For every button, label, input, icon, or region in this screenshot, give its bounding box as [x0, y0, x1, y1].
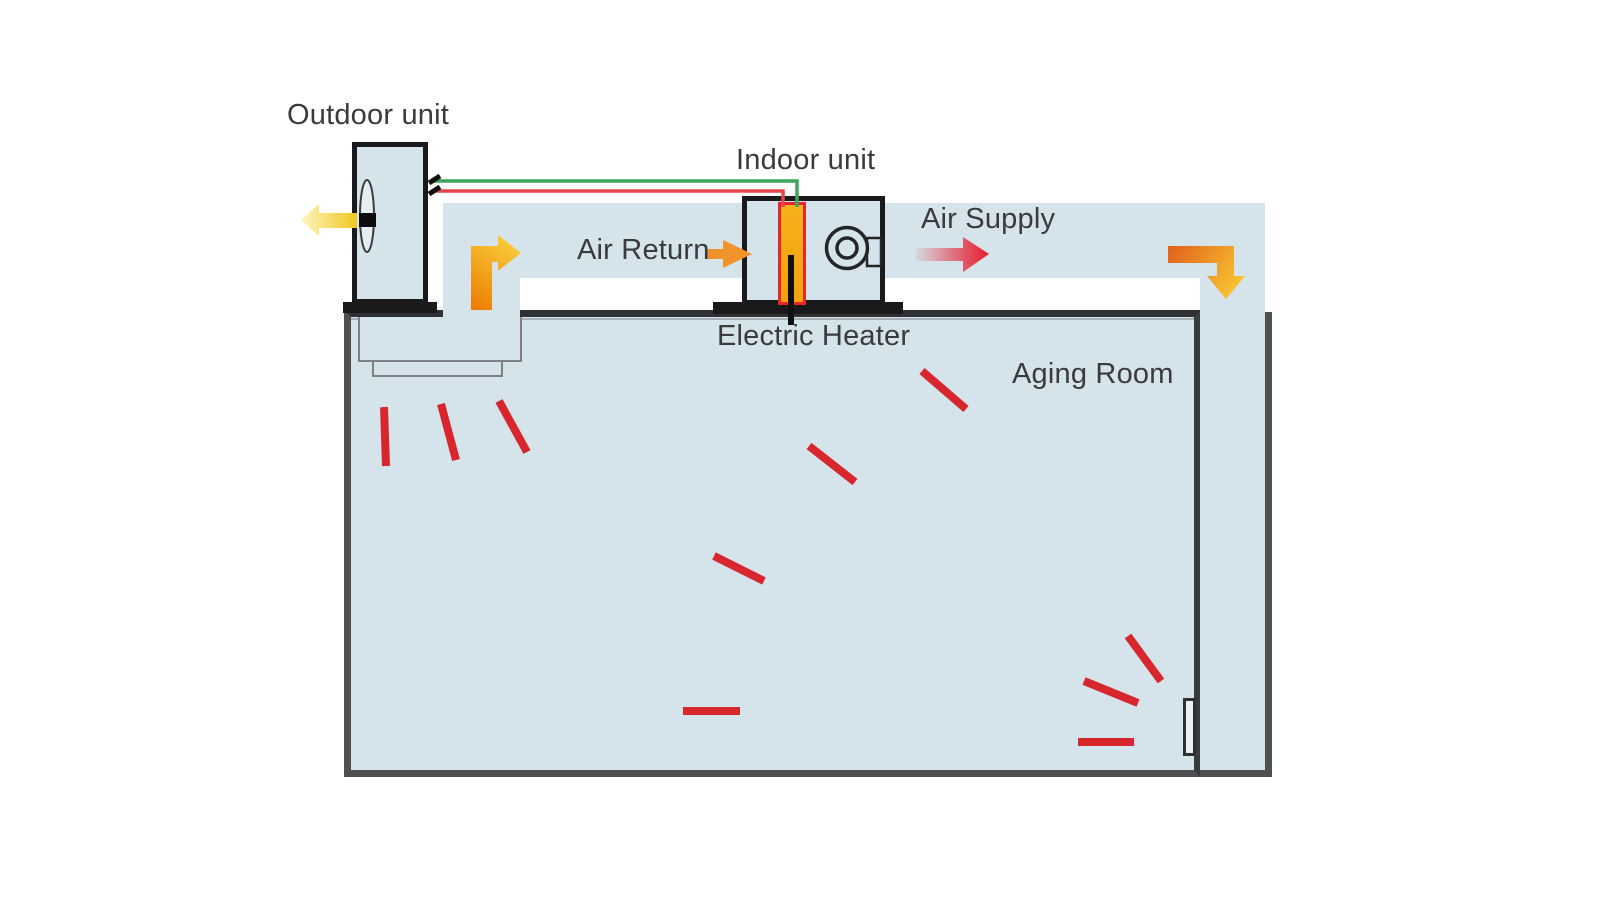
indoor-unit-label: Indoor unit [736, 144, 876, 176]
yellow-left-arrow-icon [301, 204, 357, 236]
aging-room-label: Aging Room [1012, 358, 1174, 390]
air-supply-label: Air Supply [921, 203, 1056, 235]
return-air-grille [372, 362, 503, 377]
aging-room [344, 310, 1200, 777]
outdoor-unit-base [343, 302, 437, 313]
air-return-label: Air Return [577, 234, 710, 266]
outdoor-unit-box [352, 142, 428, 304]
return-duct-left [443, 203, 520, 317]
outer-right-wall [1265, 312, 1272, 777]
bottom-wall-extension [1200, 770, 1272, 777]
room-ceiling-inner-line [351, 318, 1194, 320]
heater-lead-line [788, 255, 794, 325]
supply-vent [1183, 698, 1196, 756]
pipe-connector-icon [427, 173, 442, 197]
return-air-plenum [358, 317, 522, 362]
indoor-unit-base [713, 302, 903, 314]
indoor-unit-box [742, 196, 885, 305]
outdoor-unit-label: Outdoor unit [287, 99, 449, 131]
electric-heater-label: Electric Heater [717, 320, 911, 352]
supply-duct-right [1200, 203, 1265, 771]
